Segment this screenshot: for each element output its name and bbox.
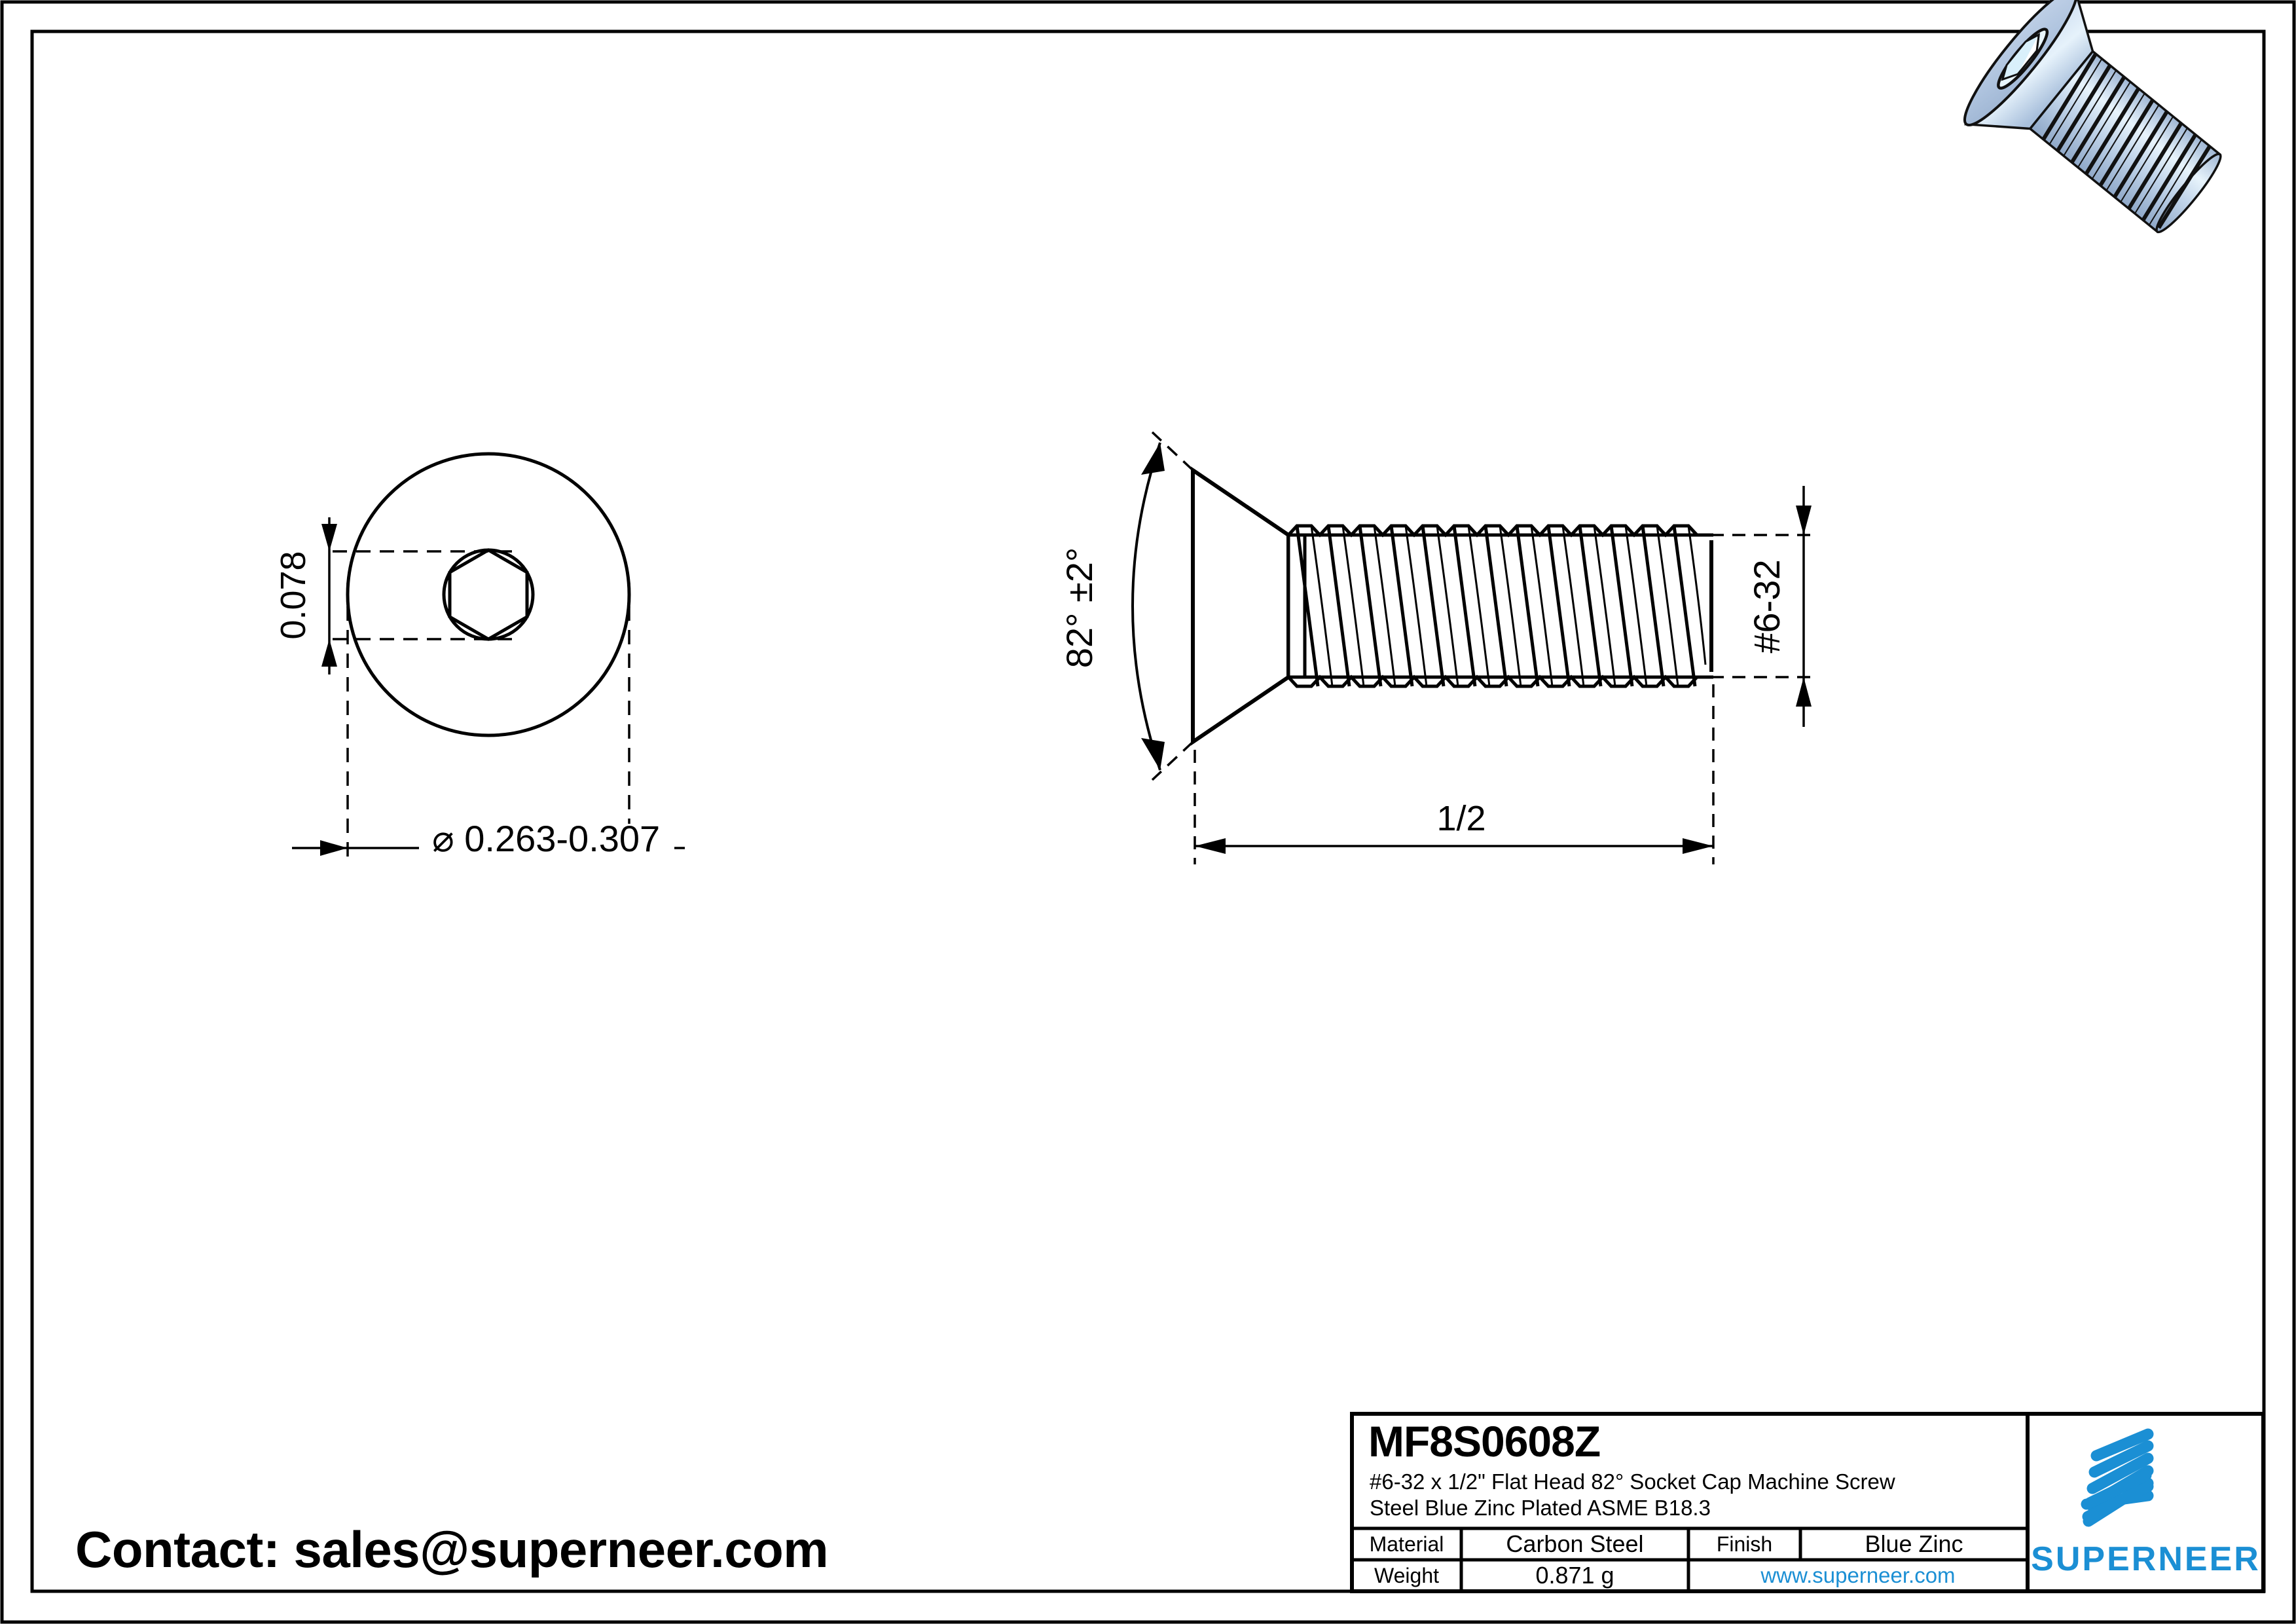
socket-bore-circle bbox=[442, 548, 535, 641]
dim-text-thread-size: #6-32 bbox=[1746, 559, 1787, 653]
angle-ext-bottom bbox=[1151, 741, 1194, 781]
arrow-left bbox=[320, 840, 348, 856]
dim-thread-size: #6-32 bbox=[1689, 486, 1813, 727]
finish-value: Blue Zinc bbox=[1865, 1530, 1963, 1557]
len-text-bg bbox=[1419, 800, 1504, 838]
angle-ext-top bbox=[1151, 431, 1194, 471]
weight-label: Weight bbox=[1374, 1563, 1439, 1587]
inner-border bbox=[30, 29, 2266, 1593]
brand-wordmark: SUPERNEER bbox=[2031, 1540, 2261, 1578]
head-top-view: 0.078 ⌀ 0.263-0.307 bbox=[274, 452, 685, 864]
len-arrow-left bbox=[1195, 838, 1226, 854]
dim-text-head-diameter: ⌀ 0.263-0.307 bbox=[432, 818, 660, 859]
isometric-screw-render bbox=[1963, 0, 2222, 234]
dim-text-bg bbox=[419, 824, 674, 863]
iso-threads bbox=[2041, 52, 2212, 229]
dim-text-head-angle: 82° ±2° bbox=[1059, 547, 1100, 669]
superneer-logo-mark bbox=[2081, 1428, 2154, 1527]
part-number: MF8S0608Z bbox=[1368, 1417, 1601, 1466]
angle-arrow-top bbox=[1141, 443, 1165, 475]
material-label: Material bbox=[1369, 1532, 1444, 1556]
material-value: Carbon Steel bbox=[1506, 1530, 1644, 1557]
contact-text: Contact: sales@superneer.com bbox=[75, 1520, 829, 1578]
description-line-2: Steel Blue Zinc Plated ASME B18.3 bbox=[1370, 1496, 1711, 1520]
description-line-1: #6-32 x 1/2" Flat Head 82° Socket Cap Ma… bbox=[1370, 1469, 1895, 1494]
dim-head-diameter: ⌀ 0.263-0.307 bbox=[292, 583, 685, 864]
countersunk-head-profile bbox=[1191, 466, 1290, 746]
len-arrow-right bbox=[1683, 838, 1713, 854]
angle-arc bbox=[1131, 442, 1161, 771]
dim-text-socket-depth: 0.078 bbox=[274, 551, 313, 639]
dim-text-screw-length: 1/2 bbox=[1436, 799, 1485, 838]
screw-side-view: 82° ±2° 1/2 #6-32 bbox=[1059, 431, 1813, 864]
thr-arrow-down bbox=[1796, 506, 1812, 535]
thr-arrow-up bbox=[1796, 677, 1812, 707]
dim-head-angle: 82° ±2° bbox=[1059, 431, 1194, 781]
hex-socket-outline bbox=[448, 548, 529, 641]
dim-screw-length: 1/2 bbox=[1194, 684, 1715, 864]
dim-socket-depth: 0.078 bbox=[274, 517, 517, 674]
weight-value: 0.871 g bbox=[1535, 1562, 1614, 1589]
head-outer-circle bbox=[346, 452, 631, 737]
angle-arrow-bottom bbox=[1141, 738, 1165, 770]
thread-profile bbox=[1286, 524, 1707, 688]
arrow-down bbox=[321, 524, 337, 551]
arrow-up bbox=[321, 639, 337, 667]
iso-thread-crests bbox=[2049, 58, 2202, 226]
website-link[interactable]: www.superneer.com bbox=[1760, 1563, 1956, 1587]
finish-label: Finish bbox=[1716, 1532, 1773, 1556]
